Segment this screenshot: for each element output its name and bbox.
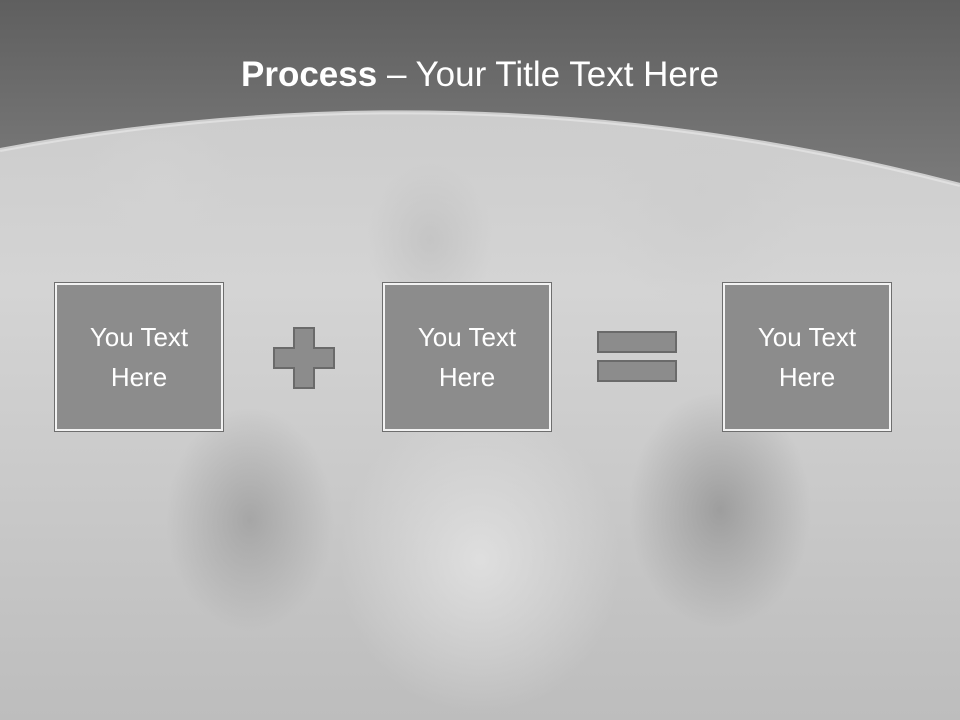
text-box-3[interactable]: You Text Here [723,283,891,431]
slide-title: Process – Your Title Text Here [0,52,960,98]
text-box-2-label: You Text Here [417,322,517,392]
text-box-1-label: You Text Here [89,322,189,392]
plus-icon [273,327,335,389]
text-box-3-label: You Text Here [757,322,857,392]
header-band [0,0,960,187]
text-box-1[interactable]: You Text Here [55,283,223,431]
title-rest: – Your Title Text Here [377,55,719,94]
title-bold: Process [241,55,378,94]
equals-icon [597,331,677,382]
text-box-2[interactable]: You Text Here [383,283,551,431]
